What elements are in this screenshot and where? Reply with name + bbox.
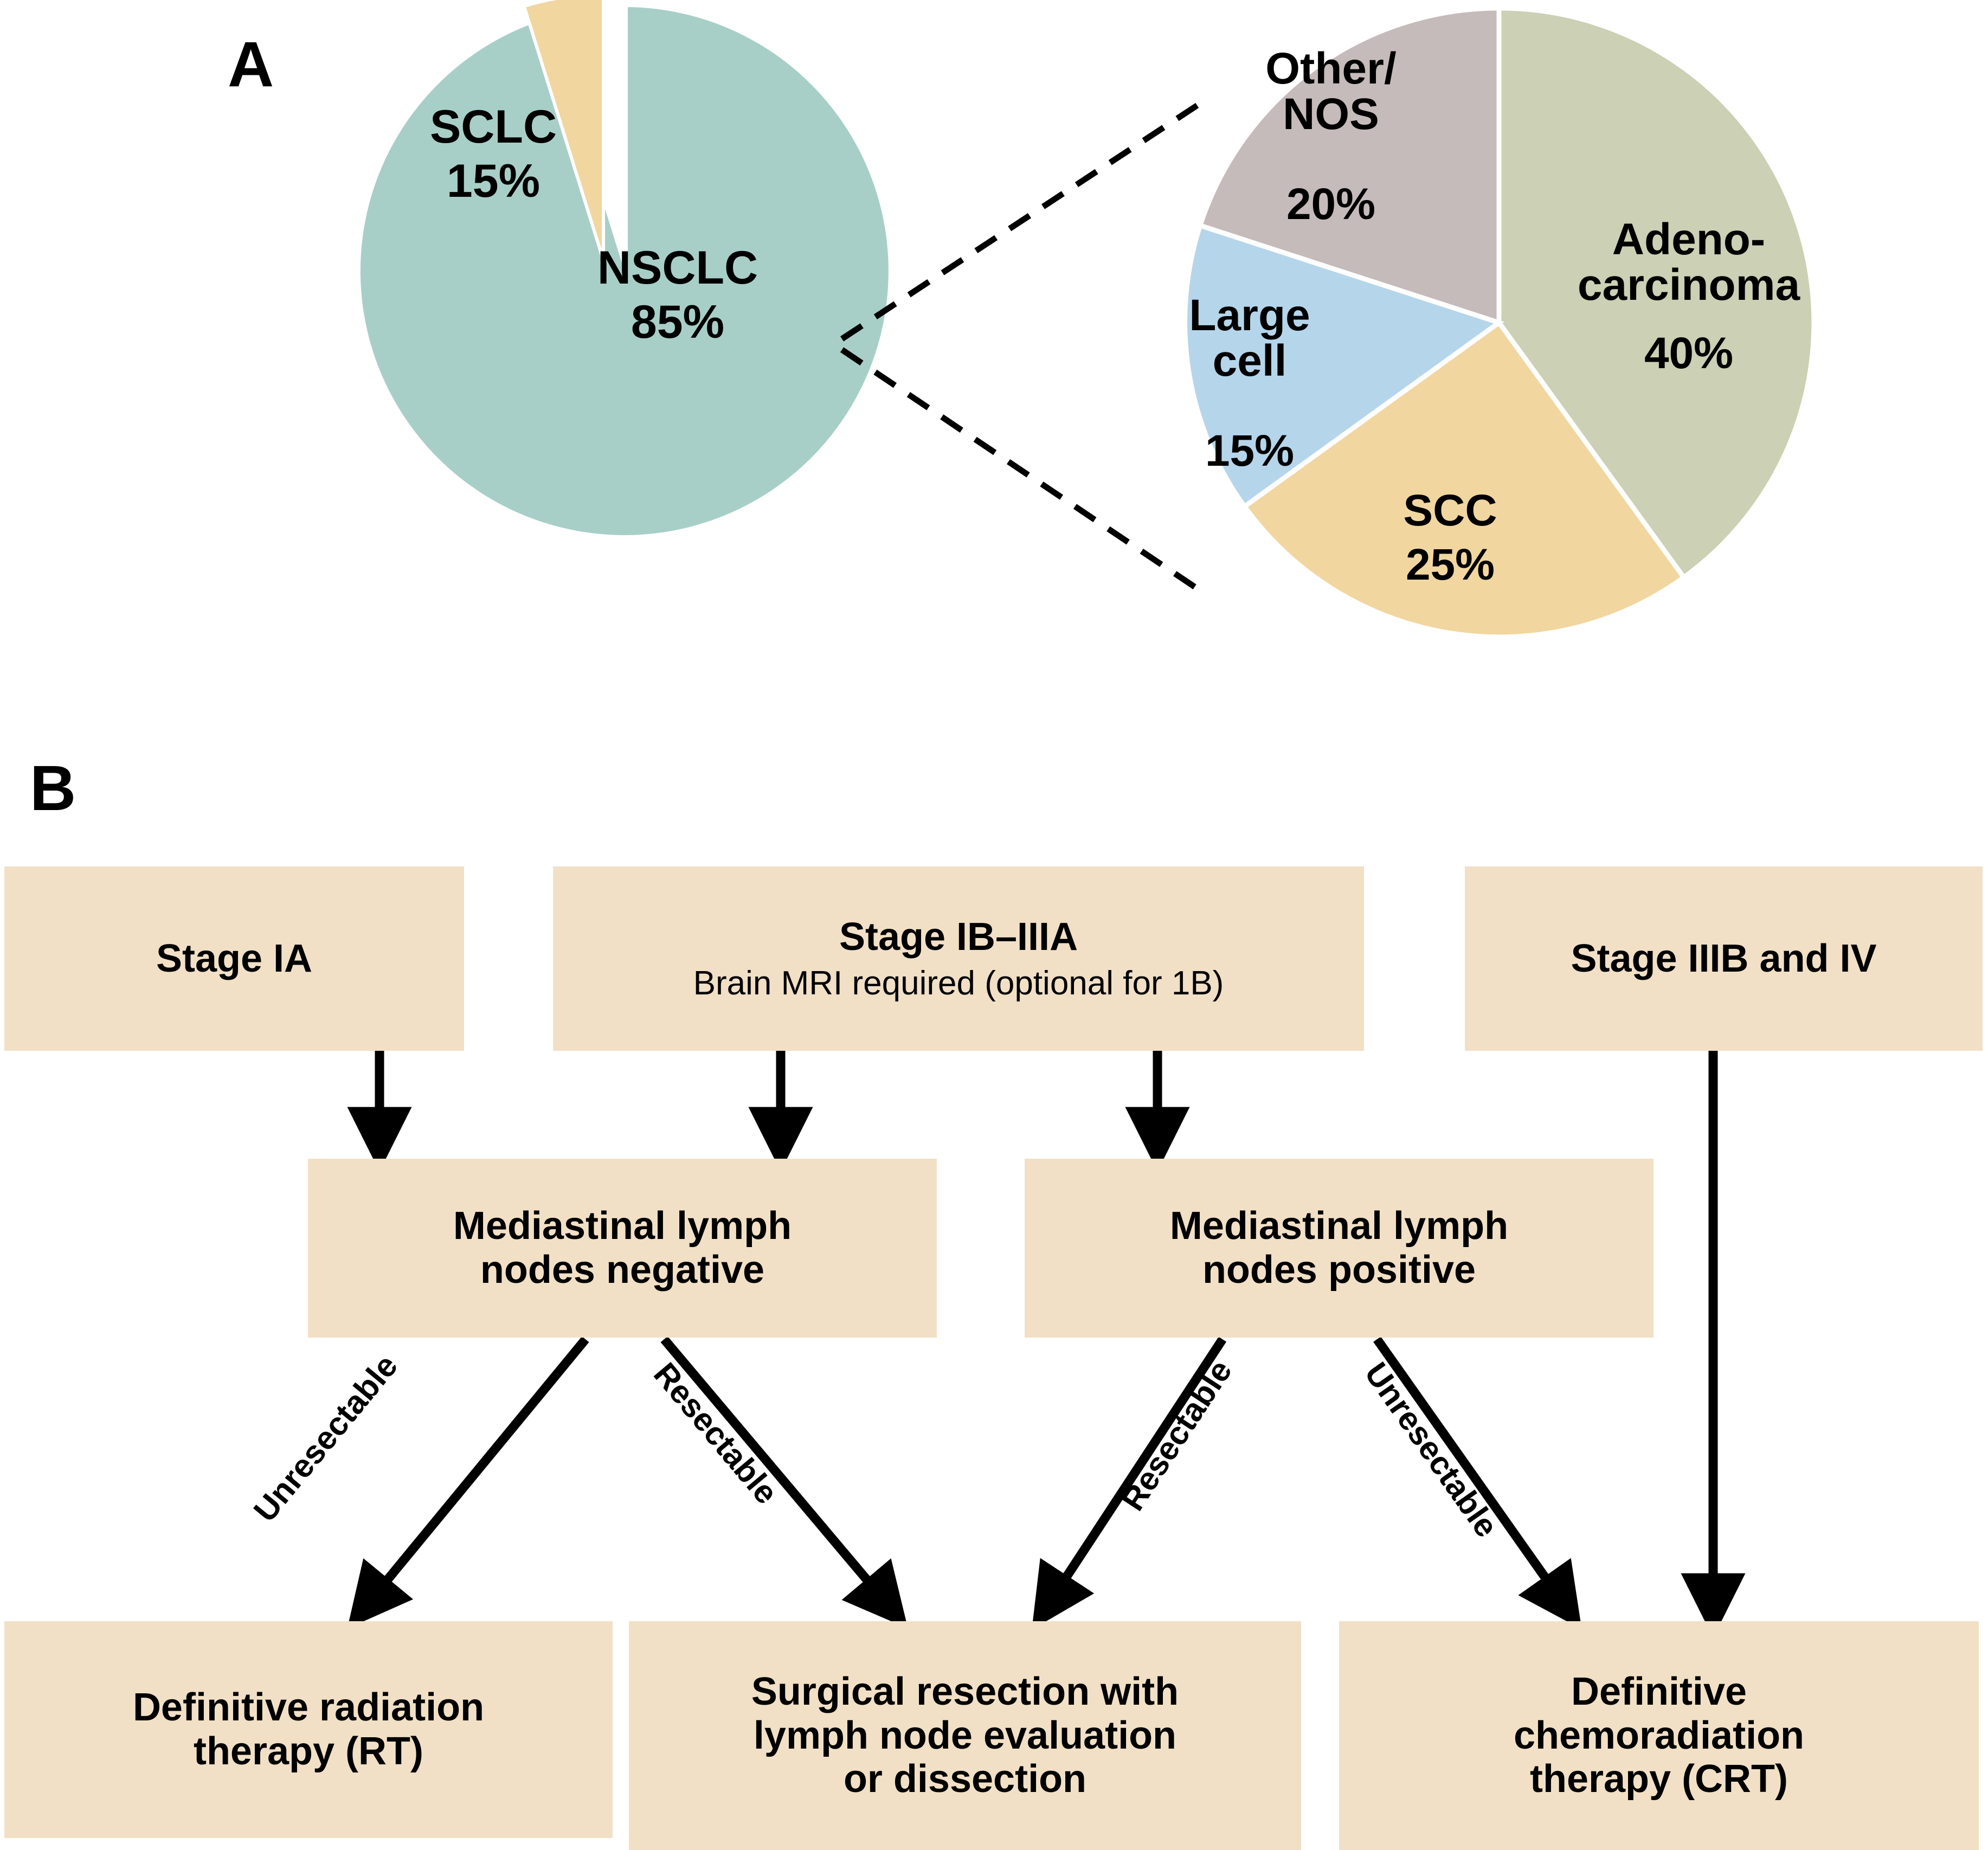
edge-label-nodes-negative-resectable: Resectable <box>646 1356 785 1511</box>
panel-a-letter: A <box>228 29 274 100</box>
edge-label-nodes-positive-unresectable: Unresectable <box>1357 1356 1506 1544</box>
pie-value-scc: 25% <box>1405 540 1495 589</box>
pie-value-adenocarcinoma: 40% <box>1644 329 1734 378</box>
flow-node-surgical-resection[interactable]: Surgical resection with lymph node evalu… <box>629 1621 1301 1850</box>
pie-slice-large-cell <box>1182 222 1504 510</box>
flow-node-stage-ib-iiia-subtitle: Brain MRI required (optional for 1B) <box>693 964 1224 1002</box>
pie-label-other-nos: Other/ NOS <box>1265 44 1397 139</box>
flow-node-surgical-resection-title: Surgical resection with lymph node evalu… <box>751 1670 1179 1801</box>
flow-node-nodes-negative-title: Mediastinal lymph nodes negative <box>453 1204 792 1292</box>
flow-node-stage-iiib-iv[interactable]: Stage IIIB and IV <box>1465 866 1983 1051</box>
pie-slice-scc <box>1241 319 1688 640</box>
flow-node-nodes-positive[interactable]: Mediastinal lymph nodes positive <box>1025 1159 1654 1338</box>
pie-label-large-cell: Large cell <box>1189 291 1310 386</box>
pie-label-scc: SCC <box>1403 486 1497 535</box>
arrow-nodes-positive-unresectable <box>1373 1337 1582 1629</box>
pie-label-nsclc: NSCLC <box>597 242 758 294</box>
edge-label-nodes-negative-unresectable: Unresectable <box>246 1347 405 1528</box>
pie-slice-adenocarcinoma <box>1496 5 1817 581</box>
pie-label-sclc: SCLC <box>429 101 557 153</box>
pie-slice-other-nos <box>1197 5 1502 326</box>
flow-node-stage-iiib-iv-title: Stage IIIB and IV <box>1571 936 1877 980</box>
leader-line-top <box>840 100 1203 342</box>
flow-node-definitive-rt-title: Definitive radiation therapy (RT) <box>132 1686 485 1773</box>
flow-node-definitive-crt[interactable]: Definitive chemoradiation therapy (CRT) <box>1339 1621 1979 1850</box>
pie-value-nsclc: 85% <box>631 296 725 348</box>
pie-slice-nsclc <box>357 3 892 538</box>
edge-label-nodes-positive-resectable: Resectable <box>1114 1353 1239 1517</box>
flow-node-stage-ib-iiia-title: Stage IB–IIIA <box>839 915 1078 959</box>
flow-node-definitive-rt[interactable]: Definitive radiation therapy (RT) <box>4 1621 613 1838</box>
flow-node-stage-ia-title: Stage IA <box>156 936 313 980</box>
pie-slice-sclc <box>522 0 605 261</box>
pie-label-adenocarcinoma: Adeno- carcinoma <box>1577 215 1800 310</box>
flow-node-stage-ib-iiia[interactable]: Stage IB–IIIA Brain MRI required (option… <box>553 866 1364 1051</box>
pie-value-sclc: 15% <box>446 155 541 207</box>
pie-value-large-cell: 15% <box>1205 426 1295 476</box>
flow-node-definitive-crt-title: Definitive chemoradiation therapy (CRT) <box>1513 1670 1805 1801</box>
leader-line-bottom <box>840 347 1203 594</box>
panel-b-letter: B <box>30 753 76 824</box>
flow-node-stage-ia[interactable]: Stage IA <box>4 866 464 1051</box>
pie-value-other-nos: 20% <box>1286 179 1376 229</box>
flow-node-nodes-positive-title: Mediastinal lymph nodes positive <box>1169 1204 1509 1292</box>
arrow-nodes-negative-resectable <box>660 1336 908 1629</box>
flow-node-nodes-negative[interactable]: Mediastinal lymph nodes negative <box>308 1159 937 1338</box>
